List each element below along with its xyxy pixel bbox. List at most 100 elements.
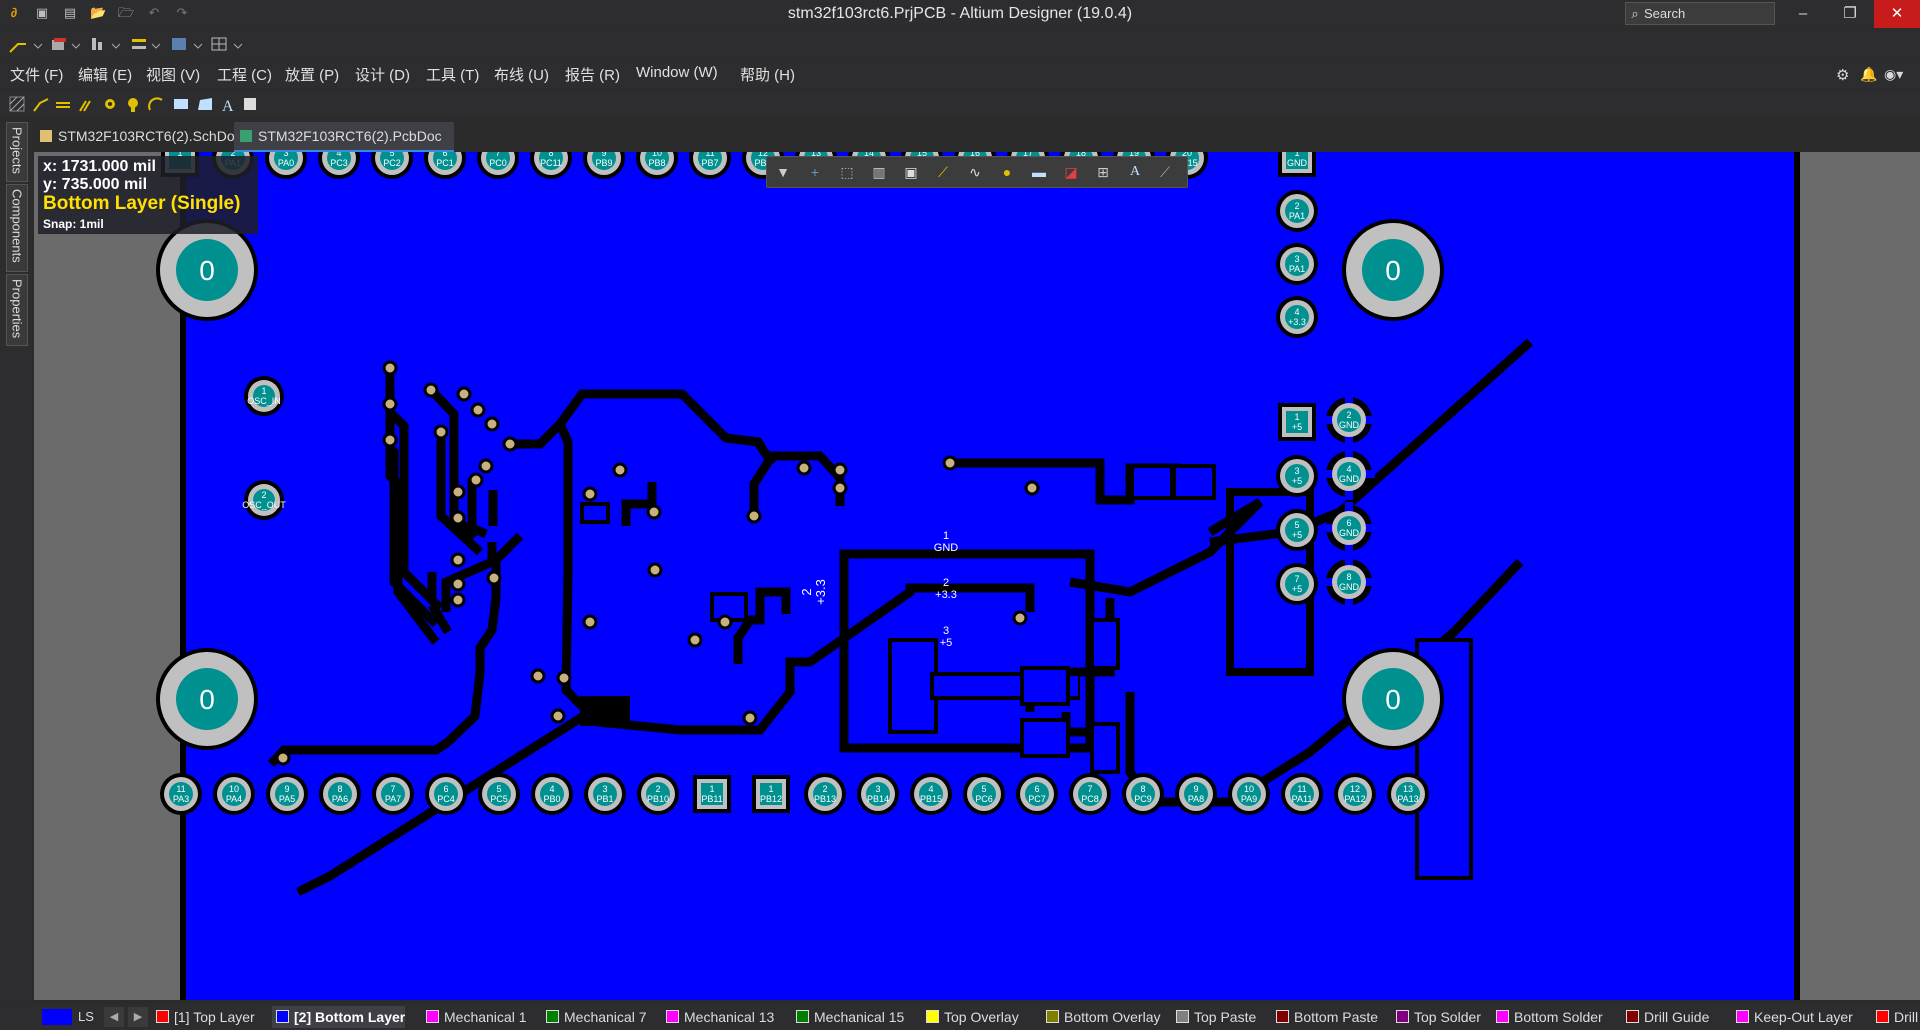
- via[interactable]: [582, 614, 598, 630]
- layer-tab-mechanical-13[interactable]: Mechanical 13: [662, 1006, 774, 1028]
- select-icon[interactable]: ⬚: [840, 164, 854, 180]
- save-all-icon[interactable]: ▤: [63, 5, 77, 20]
- line-icon[interactable]: ⟋: [1160, 164, 1170, 180]
- menu-view[interactable]: 视图 (V): [146, 67, 201, 84]
- via[interactable]: [450, 592, 466, 608]
- layer-tab-bottom-paste[interactable]: Bottom Paste: [1272, 1006, 1378, 1028]
- menu-help[interactable]: 帮助 (H): [740, 67, 795, 84]
- via[interactable]: [486, 570, 502, 586]
- layer-tab-bottom-solder[interactable]: Bottom Solder: [1492, 1006, 1603, 1028]
- undo-icon[interactable]: ↶: [148, 5, 160, 20]
- layer-tab-1-top-layer[interactable]: [1] Top Layer: [152, 1006, 255, 1028]
- via[interactable]: [647, 562, 663, 578]
- component-place-icon[interactable]: [244, 98, 256, 110]
- string-icon[interactable]: A: [1129, 164, 1141, 179]
- place-component-icon[interactable]: ▣: [904, 164, 918, 180]
- via[interactable]: [433, 424, 449, 440]
- via[interactable]: [832, 480, 848, 496]
- via[interactable]: [646, 504, 662, 520]
- keepout-icon[interactable]: ◪: [1064, 164, 1078, 180]
- header-pad[interactable]: 5+5: [1276, 509, 1318, 551]
- header-pad[interactable]: 1+5: [1278, 403, 1316, 441]
- via[interactable]: [382, 432, 398, 448]
- panel-tab-properties[interactable]: Properties: [6, 274, 28, 346]
- text-icon[interactable]: A: [222, 98, 234, 115]
- panel-tab-components[interactable]: Components: [6, 184, 28, 272]
- menu-design[interactable]: 设计 (D): [355, 67, 410, 84]
- open-project-icon[interactable]: 🗁: [118, 5, 135, 20]
- via[interactable]: [502, 436, 518, 452]
- via[interactable]: [1024, 480, 1040, 496]
- distribute-icon[interactable]: [132, 39, 161, 49]
- menu-reports[interactable]: 报告 (R): [565, 67, 620, 84]
- current-layer-swatch[interactable]: [42, 1009, 72, 1025]
- layer-tab-mechanical-1[interactable]: Mechanical 1: [422, 1006, 527, 1028]
- via[interactable]: [450, 552, 466, 568]
- header-pad[interactable]: 3+5: [1276, 455, 1318, 497]
- via[interactable]: [942, 455, 958, 471]
- layer-prev-button[interactable]: ◀: [104, 1007, 124, 1027]
- via[interactable]: [796, 460, 812, 476]
- mounting-hole[interactable]: 0: [156, 219, 258, 321]
- crosshair-icon[interactable]: +: [810, 164, 820, 180]
- via[interactable]: [484, 416, 500, 432]
- layer-tab-mechanical-15[interactable]: Mechanical 15: [792, 1006, 904, 1028]
- via[interactable]: [450, 510, 466, 526]
- save-icon[interactable]: ▣: [35, 5, 49, 20]
- dimension-icon[interactable]: ⊞: [1097, 164, 1109, 180]
- fill-tool-icon[interactable]: ▬: [1032, 164, 1046, 180]
- grid-icon[interactable]: [211, 37, 243, 51]
- layer-tab-top-overlay[interactable]: Top Overlay: [922, 1006, 1019, 1028]
- align-icon[interactable]: [92, 38, 121, 50]
- via-icon[interactable]: [105, 99, 115, 109]
- menu-route[interactable]: 布线 (U): [494, 67, 549, 84]
- open-icon[interactable]: 📂: [90, 5, 107, 20]
- pcb-board[interactable]: 12PA13PA04PC35PC26PC17PC08PC119PB910PB81…: [150, 152, 1810, 1000]
- layer-tab-mechanical-7[interactable]: Mechanical 7: [542, 1006, 647, 1028]
- pad-icon[interactable]: [128, 98, 138, 112]
- header-pad[interactable]: 7+5: [1276, 563, 1318, 605]
- settings-icon[interactable]: ⚙: [1836, 67, 1850, 84]
- menu-tools[interactable]: 工具 (T): [426, 67, 480, 84]
- arc-icon[interactable]: [148, 97, 163, 111]
- via[interactable]: [468, 472, 484, 488]
- via[interactable]: [687, 632, 703, 648]
- mounting-hole[interactable]: 0: [1342, 648, 1444, 750]
- diff-pair-icon[interactable]: [56, 102, 70, 108]
- via[interactable]: [612, 462, 628, 478]
- via[interactable]: [550, 708, 566, 724]
- polygon-icon[interactable]: [198, 98, 212, 110]
- tab-pcbdoc[interactable]: STM32F103RCT6(2).PcbDoc: [234, 122, 454, 152]
- via[interactable]: [478, 458, 494, 474]
- via[interactable]: [746, 508, 762, 524]
- layer-tab-keep-out-layer[interactable]: Keep-Out Layer: [1732, 1006, 1853, 1028]
- via[interactable]: [456, 386, 472, 402]
- menu-file[interactable]: 文件 (F): [10, 67, 64, 84]
